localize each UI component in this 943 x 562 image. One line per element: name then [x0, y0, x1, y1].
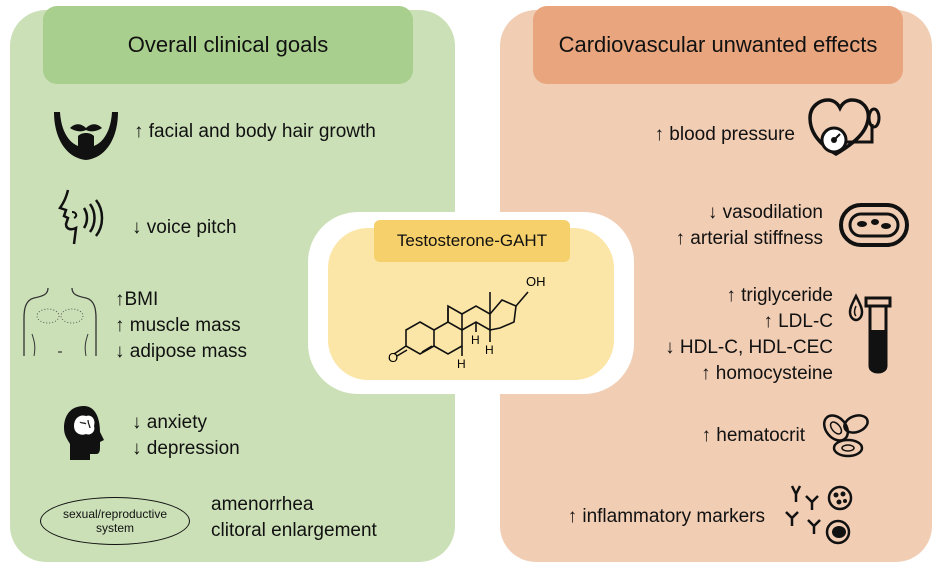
hair-growth-text: ↑ facial and body hair growth [134, 121, 376, 142]
immune-cells-icon [785, 485, 853, 545]
vasodilation-text: ↓ vasodilation [707, 202, 823, 223]
artery-icon [839, 203, 909, 247]
depression-text: ↓ depression [132, 438, 240, 459]
head-brain-icon [64, 406, 104, 460]
voice-icon [58, 189, 104, 245]
hydrogen-label-1: H [471, 333, 480, 347]
reproductive-system-label: sexual/reproductive system [40, 497, 190, 545]
voice-pitch-text: ↓ voice pitch [132, 217, 237, 238]
clitoral-enlargement-text: clitoral enlargement [211, 520, 377, 541]
triglyceride-text: ↑ triglyceride [726, 285, 833, 306]
beard-icon [54, 112, 118, 160]
testosterone-label: Testosterone-GAHT [374, 220, 570, 262]
red-blood-cells-icon [822, 414, 869, 458]
system-line-2: system [95, 521, 134, 535]
testosterone-structure-icon: O OH H H H [388, 274, 546, 371]
hydrogen-label-2: H [457, 357, 466, 371]
inflammatory-markers-text: ↑ inflammatory markers [567, 506, 765, 527]
right-panel-title: Cardiovascular unwanted effects [533, 6, 903, 84]
hydrogen-label-3: H [485, 343, 494, 357]
chest-hair-icon [23, 287, 97, 357]
system-line-1: sexual/reproductive [62, 507, 168, 521]
hydroxyl-label: OH [526, 274, 546, 289]
blood-pressure-text: ↑ blood pressure [654, 124, 795, 145]
anxiety-text: ↓ anxiety [132, 412, 207, 433]
amenorrhea-text: amenorrhea [211, 494, 314, 515]
oxygen-label: O [388, 350, 398, 365]
bmi-text: ↑BMI [115, 289, 159, 310]
homocysteine-text: ↑ homocysteine [700, 363, 833, 384]
ldl-text: ↑ LDL-C [763, 311, 833, 332]
hematocrit-text: ↑ hematocrit [701, 425, 805, 446]
blood-pressure-heart-icon [808, 98, 881, 157]
adipose-mass-text: ↓ adipose mass [115, 341, 248, 362]
blood-test-tube-icon [848, 293, 892, 374]
arterial-stiffness-text: ↑ arterial stiffness [675, 228, 823, 249]
hdl-text: ↓ HDL-C, HDL-CEC [665, 337, 833, 358]
left-panel-title: Overall clinical goals [43, 6, 413, 84]
muscle-mass-text: ↑ muscle mass [115, 315, 241, 336]
